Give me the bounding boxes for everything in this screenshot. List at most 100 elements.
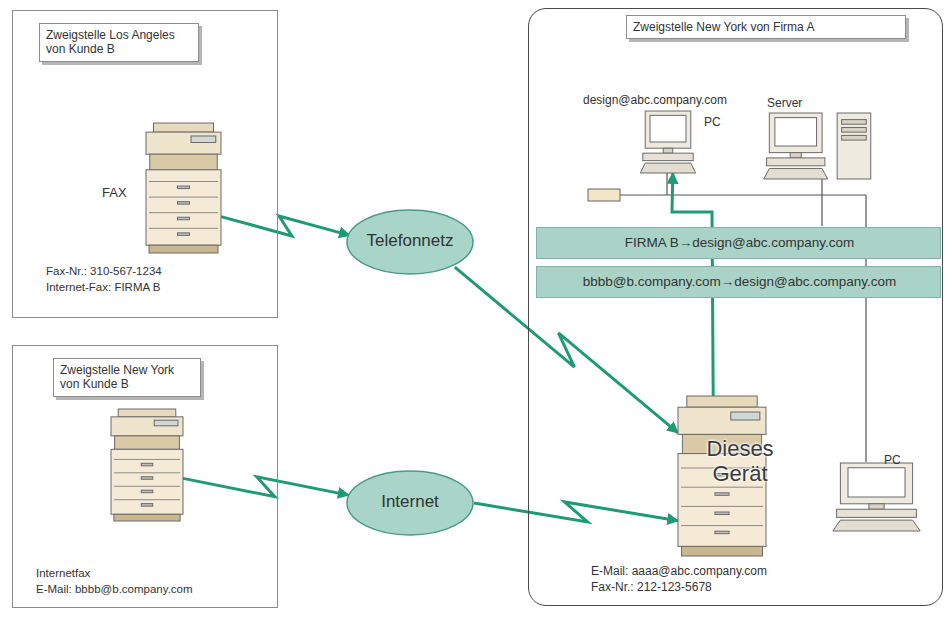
- drawer-handle: [141, 504, 153, 507]
- network-ellipse: Internet: [346, 470, 474, 536]
- drawer-handle: [141, 463, 153, 466]
- shape-outline: [111, 409, 183, 521]
- node-label: PC: [884, 453, 901, 467]
- heading-label: Zweigstelle New York von Firma A: [626, 15, 906, 39]
- node-label: E-Mail: aaaa@abc.company.com: [591, 564, 767, 578]
- pc-workstation: PC: [829, 463, 924, 531]
- company-box: Zweigstelle New York von Firma A design@a…: [528, 8, 943, 606]
- pc-workstation: design@abc.company.comPC: [638, 111, 698, 173]
- drawer-handle: [715, 512, 729, 515]
- drawer-line: [681, 525, 763, 526]
- control-panel: [731, 412, 760, 420]
- internet-fax-machine: InternetfaxE-Mail: bbbb@b.company.com: [111, 409, 183, 521]
- drawer-line: [114, 472, 180, 473]
- monitor-stand: [663, 148, 673, 153]
- scanner-body: [678, 407, 766, 434]
- machine-base: [114, 514, 180, 521]
- drive-bay: [842, 135, 867, 140]
- node-label: PC: [704, 115, 721, 129]
- keyboard: [764, 168, 828, 179]
- server-computer: Server: [761, 113, 873, 179]
- desktop-case: [643, 153, 693, 160]
- node-label: Server: [767, 96, 802, 110]
- node-label: Fax-Nr.: 310-567-1234: [46, 265, 162, 279]
- drawer-line: [149, 228, 218, 229]
- branch-box: Zweigstelle Los Angeles von Kunde BFAXFa…: [12, 10, 278, 318]
- shape-outline: [829, 463, 924, 531]
- drawer-handle: [178, 186, 190, 189]
- drawer-handle: [141, 490, 153, 493]
- drawer-handle: [715, 531, 729, 534]
- keyboard: [833, 520, 920, 531]
- shape-outline: [761, 113, 873, 179]
- machine-base: [149, 245, 218, 253]
- monitor-stand: [790, 153, 801, 158]
- printer-body: [146, 170, 221, 245]
- drawer-handle: [141, 477, 153, 480]
- branch-box: Zweigstelle New York von Kunde B Internet…: [12, 345, 278, 608]
- drawer-line: [114, 459, 180, 460]
- drawer-line: [114, 499, 180, 500]
- node-label: bbbb@b.company.com→design@abc.company.co…: [537, 274, 942, 290]
- document-feeder: [687, 396, 757, 407]
- drawer-line: [681, 506, 763, 507]
- this-device: Dieses GerätE-Mail: aaaa@abc.company.com…: [678, 396, 766, 556]
- scanner-body: [111, 417, 183, 436]
- node-label: Internetfax: [36, 567, 90, 581]
- heading-label: Zweigstelle New York von Kunde B: [53, 358, 201, 397]
- node-label: FIRMA B→design@abc.company.com: [537, 235, 942, 251]
- lan-wire: [620, 194, 866, 195]
- lan-wire: [821, 178, 822, 195]
- desktop-case: [837, 509, 917, 517]
- node-label: Dieses Gerät: [678, 436, 802, 487]
- drawer-line: [681, 487, 763, 488]
- routing-band: FIRMA B→design@abc.company.com: [536, 227, 941, 259]
- flow-arrow: [183, 477, 349, 497]
- node-label: FAX: [102, 185, 127, 201]
- drawer-handle: [178, 202, 190, 205]
- monitor-screen: [848, 468, 905, 497]
- node-label: design@abc.company.com: [583, 93, 727, 107]
- monitor-case: [645, 111, 691, 148]
- monitor-screen: [650, 115, 686, 142]
- heading-label: Zweigstelle Los Angeles von Kunde B: [39, 23, 199, 62]
- machine-base: [682, 546, 763, 556]
- drawer-line: [149, 181, 218, 182]
- output-tray: [150, 154, 218, 170]
- flow-arrow: [474, 502, 678, 522]
- ellipse-outline: [347, 471, 473, 535]
- server-tower: [837, 113, 871, 179]
- node-label: Fax-Nr.: 212-123-5678: [591, 580, 712, 594]
- drive-bay: [842, 120, 867, 125]
- printer-body: [111, 449, 183, 514]
- node-label: Internet-Fax: FIRMA B: [46, 281, 160, 295]
- lan-wire: [666, 172, 667, 195]
- desktop-case: [767, 158, 825, 166]
- monitor-screen: [775, 118, 817, 146]
- fax-machine: FAXFax-Nr.: 310-567-1234Internet-Fax: FI…: [146, 123, 221, 253]
- drawer-handle: [715, 493, 729, 496]
- drawer-handle: [178, 233, 190, 236]
- drive-bay: [842, 128, 867, 133]
- hub-device: [588, 189, 620, 201]
- monitor-case: [840, 463, 912, 504]
- network-ellipse: Telefonnetz: [346, 209, 474, 275]
- flow-arrow: [221, 216, 350, 236]
- scanner-body: [146, 132, 221, 154]
- output-tray: [115, 436, 180, 449]
- node-label: E-Mail: bbbb@b.company.com: [36, 583, 193, 597]
- monitor-stand: [869, 504, 884, 509]
- drawer-handle: [178, 217, 190, 220]
- document-feeder: [118, 409, 176, 417]
- drawer-line: [149, 197, 218, 198]
- drawer-line: [114, 486, 180, 487]
- shape-outline: [146, 123, 221, 253]
- document-feeder: [154, 123, 214, 132]
- control-panel: [154, 420, 178, 426]
- keyboard: [640, 163, 695, 173]
- ellipse-outline: [347, 210, 473, 274]
- routing-band: bbbb@b.company.com→design@abc.company.co…: [536, 266, 941, 298]
